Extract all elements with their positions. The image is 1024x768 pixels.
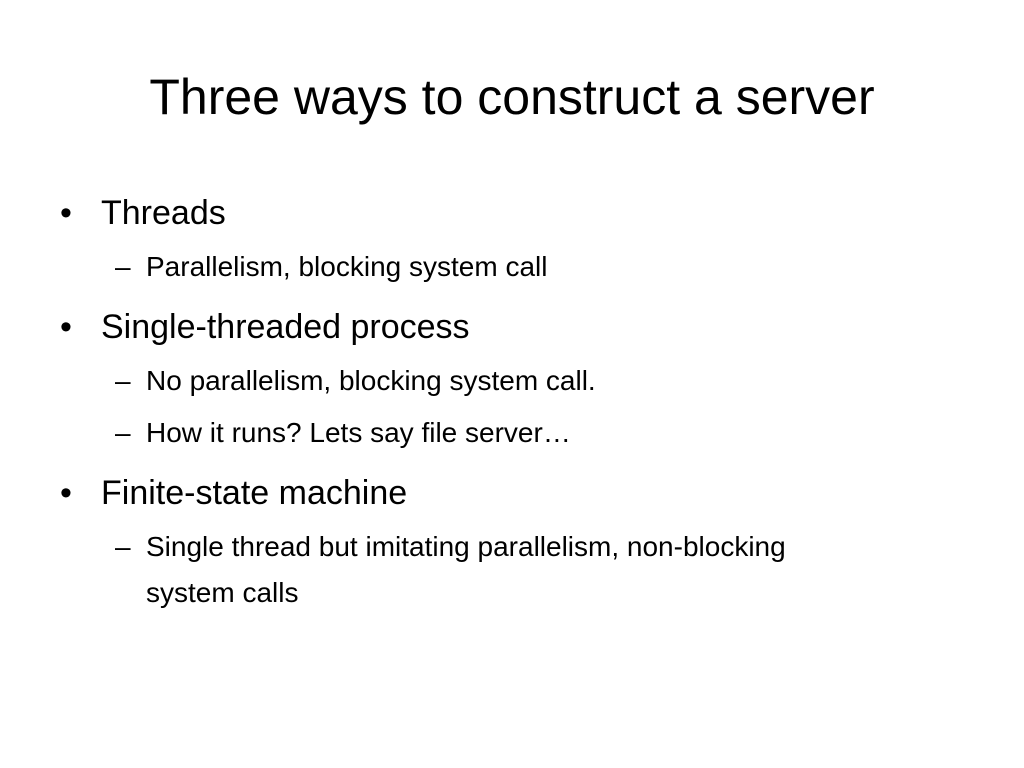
bullet-item-single-threaded-process: • Single-threaded process: [60, 302, 960, 352]
sub-item: – Parallelism, blocking system call: [60, 244, 960, 290]
bullet-icon: •: [60, 308, 72, 346]
bullet-list: • Threads – Parallelism, blocking system…: [60, 188, 960, 616]
dash-icon: –: [115, 365, 131, 396]
sub-item: – How it runs? Lets say file server…: [60, 410, 960, 456]
bullet-item-finite-state-machine: • Finite-state machine: [60, 468, 960, 518]
bullet-text: Single-threaded process: [101, 308, 470, 346]
sub-item: – No parallelism, blocking system call.: [60, 358, 960, 404]
bullet-item-threads: • Threads: [60, 188, 960, 238]
bullet-icon: •: [60, 474, 72, 512]
bullet-text: Finite-state machine: [101, 474, 408, 512]
sub-item: – Single thread but imitating parallelis…: [60, 524, 960, 616]
bullet-text: Threads: [101, 194, 226, 232]
dash-icon: –: [115, 251, 131, 282]
sub-item-text: No parallelism, blocking system call.: [146, 365, 596, 396]
dash-icon: –: [115, 531, 131, 562]
bullet-icon: •: [60, 194, 72, 232]
sub-item-text: Parallelism, blocking system call: [146, 251, 548, 282]
sub-item-text: Single thread but imitating parallelism,…: [146, 531, 786, 608]
sub-item-text: How it runs? Lets say file server…: [146, 417, 571, 448]
dash-icon: –: [115, 417, 131, 448]
slide-title: Three ways to construct a server: [149, 69, 875, 125]
